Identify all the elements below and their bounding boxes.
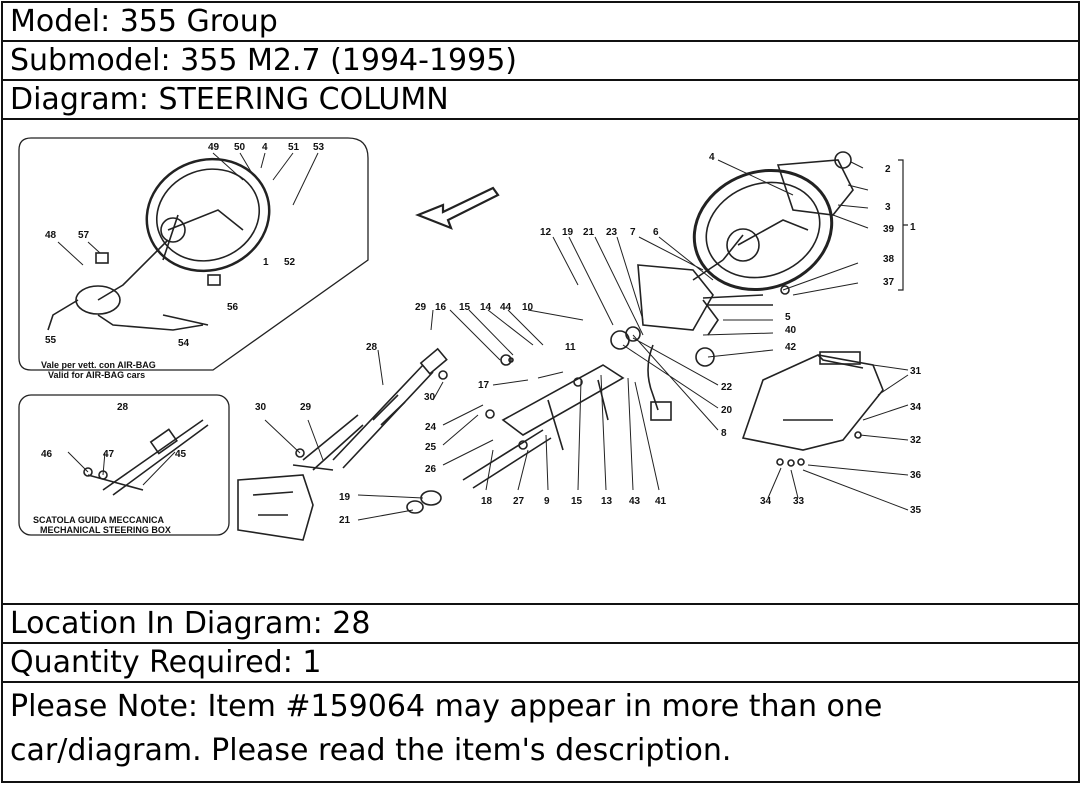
svg-text:15: 15	[459, 302, 471, 313]
svg-text:9: 9	[544, 496, 550, 507]
submodel-label: Submodel: 355 M2.7 (1994-1995)	[3, 42, 1078, 81]
svg-text:55: 55	[45, 335, 57, 346]
model-label: Model: 355 Group	[3, 3, 1078, 42]
svg-text:21: 21	[339, 515, 351, 526]
svg-text:10: 10	[522, 302, 534, 313]
svg-text:1: 1	[263, 257, 269, 268]
svg-text:57: 57	[78, 230, 90, 241]
airbag-inset-frame	[18, 137, 369, 371]
svg-text:42: 42	[785, 342, 797, 353]
svg-text:28: 28	[366, 342, 378, 353]
svg-text:4: 4	[262, 142, 268, 153]
svg-text:28: 28	[117, 402, 129, 413]
svg-text:40: 40	[785, 325, 797, 336]
svg-text:6: 6	[653, 227, 659, 238]
svg-text:43: 43	[629, 496, 641, 507]
airbag-inset-caption-1: Vale per vett. con AIR-BAG	[41, 360, 156, 370]
svg-text:36: 36	[910, 470, 922, 481]
svg-text:21: 21	[583, 227, 595, 238]
svg-text:29: 29	[415, 302, 427, 313]
direction-arrow	[415, 186, 500, 230]
svg-text:53: 53	[313, 142, 325, 153]
svg-text:51: 51	[288, 142, 300, 153]
svg-text:5: 5	[785, 312, 791, 323]
svg-text:30: 30	[424, 392, 436, 403]
note-line-2: car/diagram. Please read the item's desc…	[10, 733, 732, 768]
svg-text:45: 45	[175, 449, 187, 460]
svg-text:34: 34	[910, 402, 922, 413]
svg-text:22: 22	[721, 382, 733, 393]
svg-text:12: 12	[540, 227, 552, 238]
svg-text:20: 20	[721, 405, 733, 416]
svg-text:18: 18	[481, 496, 493, 507]
svg-text:39: 39	[883, 224, 895, 235]
svg-text:48: 48	[45, 230, 57, 241]
svg-text:1: 1	[910, 222, 916, 233]
svg-text:15: 15	[571, 496, 583, 507]
svg-text:23: 23	[606, 227, 618, 238]
diagram-label: Diagram: STEERING COLUMN	[3, 81, 1078, 120]
svg-text:41: 41	[655, 496, 667, 507]
steering-box-caption-2: MECHANICAL STEERING BOX	[40, 525, 171, 535]
svg-text:31: 31	[910, 366, 922, 377]
svg-text:52: 52	[284, 257, 296, 268]
svg-text:44: 44	[500, 302, 512, 313]
svg-text:16: 16	[435, 302, 447, 313]
svg-text:37: 37	[883, 277, 895, 288]
svg-text:56: 56	[227, 302, 239, 313]
note-line-1: Please Note: Item #159064 may appear in …	[10, 689, 883, 724]
steering-box-inset-frame	[18, 394, 230, 536]
airbag-inset-caption-2: Valid for AIR-BAG cars	[48, 370, 145, 380]
svg-text:7: 7	[630, 227, 636, 238]
svg-text:33: 33	[793, 496, 805, 507]
svg-text:50: 50	[234, 142, 246, 153]
svg-text:25: 25	[425, 442, 437, 453]
svg-text:19: 19	[562, 227, 574, 238]
svg-text:11: 11	[565, 342, 576, 353]
svg-text:35: 35	[910, 505, 922, 516]
svg-text:4: 4	[709, 152, 715, 163]
item-note: Please Note: Item #159064 may appear in …	[3, 683, 1078, 781]
svg-text:26: 26	[425, 464, 437, 475]
steering-box-caption-1: SCATOLA GUIDA MECCANICA	[33, 515, 164, 525]
svg-text:30: 30	[255, 402, 267, 413]
svg-text:34: 34	[760, 496, 772, 507]
svg-text:38: 38	[883, 254, 895, 265]
svg-text:3: 3	[885, 202, 891, 213]
location-label: Location In Diagram: 28	[3, 605, 1078, 644]
svg-text:17: 17	[478, 380, 490, 391]
svg-text:47: 47	[103, 449, 115, 460]
svg-text:29: 29	[300, 402, 312, 413]
svg-text:27: 27	[513, 496, 525, 507]
svg-text:54: 54	[178, 338, 190, 349]
svg-text:19: 19	[339, 492, 351, 503]
svg-text:2: 2	[885, 164, 891, 175]
svg-text:14: 14	[480, 302, 492, 313]
svg-text:8: 8	[721, 428, 727, 439]
svg-text:24: 24	[425, 422, 437, 433]
svg-text:32: 32	[910, 435, 922, 446]
svg-text:13: 13	[601, 496, 613, 507]
svg-text:46: 46	[41, 449, 53, 460]
svg-text:49: 49	[208, 142, 220, 153]
quantity-label: Quantity Required: 1	[3, 644, 1078, 683]
